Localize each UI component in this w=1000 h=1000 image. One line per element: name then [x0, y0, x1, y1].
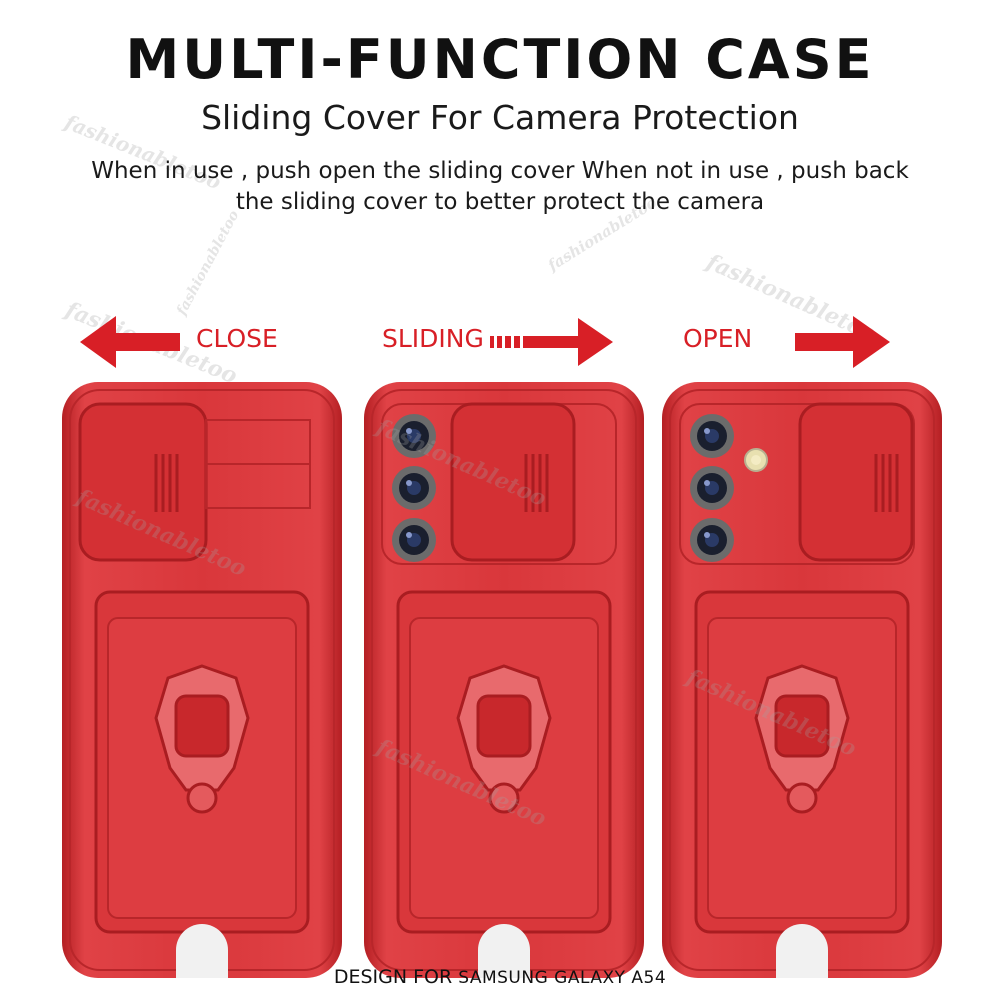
phone-case-sliding — [364, 382, 644, 978]
arrow-right-dashed-icon — [490, 318, 613, 366]
watermark: fashionabletoo — [173, 207, 243, 319]
footer-prefix: DESIGN FOR — [333, 966, 459, 988]
description: When in use , push open the sliding cove… — [70, 156, 930, 218]
arrow-left-icon — [80, 316, 180, 368]
sliding-label: SLIDING — [382, 324, 484, 353]
description-line: When in use , push open the sliding cove… — [91, 158, 909, 184]
phone-case-open — [662, 382, 942, 978]
description-line: the sliding cover to better protect the … — [235, 189, 765, 215]
close-label: CLOSE — [196, 324, 278, 353]
phone-case-closed — [62, 382, 342, 978]
footer-model: SAMSUNG GALAXY A54 — [458, 968, 667, 988]
page-subtitle: Sliding Cover For Camera Protection — [201, 98, 799, 137]
footer-text: DESIGN FOR SAMSUNG GALAXY A54 — [0, 966, 1000, 988]
page-title: MULTI-FUNCTION CASE — [125, 28, 875, 91]
arrow-right-icon — [795, 316, 890, 368]
open-label: OPEN — [683, 324, 753, 353]
